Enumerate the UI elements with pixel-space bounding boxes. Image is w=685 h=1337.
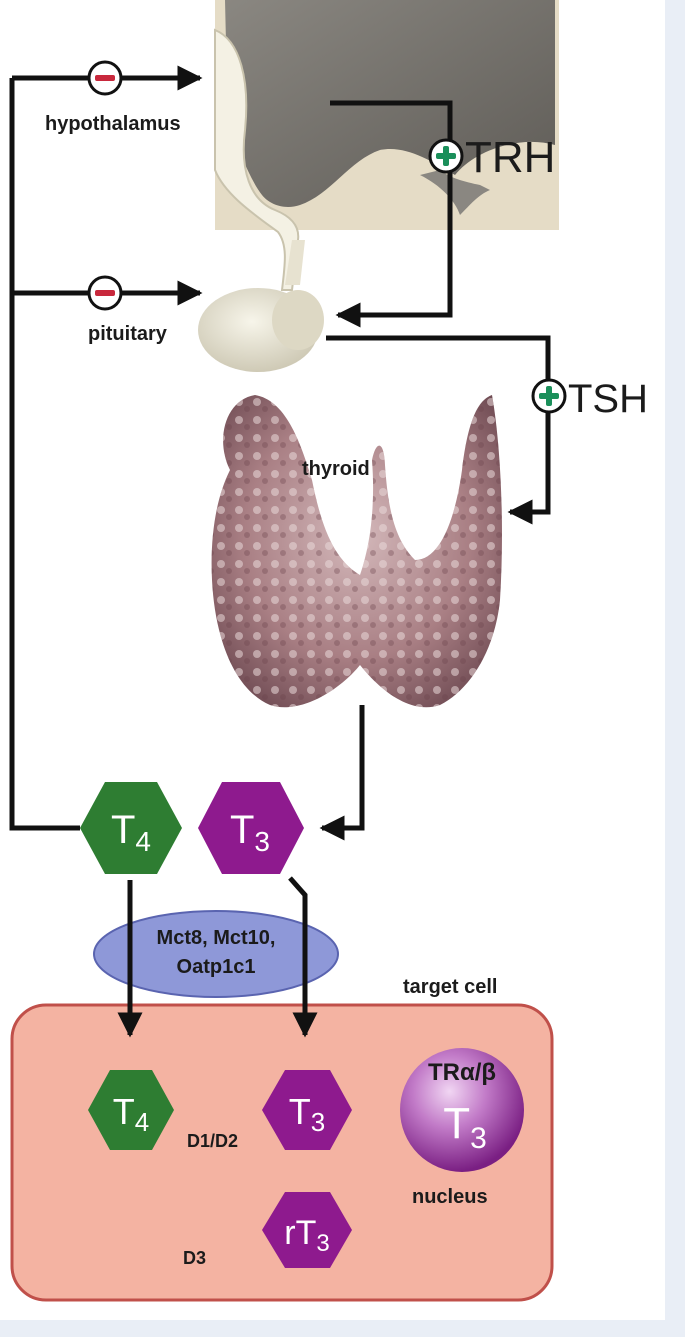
d3-label: D3	[183, 1248, 206, 1268]
thyroid-label: thyroid	[302, 458, 370, 480]
d1d2-label: D1/D2	[187, 1131, 238, 1151]
t4-circulating-hexagon: T4	[80, 782, 182, 874]
hypothalamus-label: hypothalamus	[45, 113, 181, 135]
nucleus: TRα/β T3	[400, 1048, 524, 1172]
transporter-label-line2: Oatp1c1	[177, 956, 256, 978]
svg-text:T4: T4	[113, 1091, 149, 1137]
plus-circle-icon	[531, 378, 567, 414]
t4-intracellular-hexagon: T4	[88, 1070, 174, 1150]
svg-text:rT3: rT3	[284, 1214, 329, 1257]
minus-circle-icon	[87, 60, 123, 96]
trh-label: TRH	[465, 133, 555, 182]
receptor-label: TRα/β	[428, 1059, 496, 1086]
pituitary-label: pituitary	[88, 323, 168, 345]
transporter-label-line1: Mct8, Mct10,	[157, 927, 276, 949]
thyroid-illustration	[211, 395, 503, 708]
pituitary-illustration	[198, 240, 324, 372]
svg-text:T4: T4	[111, 808, 151, 857]
svg-text:T3: T3	[289, 1091, 325, 1137]
t3-circulating-hexagon: T3	[198, 782, 304, 874]
target-cell-label: target cell	[403, 976, 497, 998]
tsh-label: TSH	[568, 377, 648, 421]
transport-arrows	[117, 912, 318, 1038]
nucleus-label: nucleus	[412, 1186, 488, 1208]
rt3-hexagon: rT3	[262, 1192, 352, 1268]
nuclear-t3-label: T3	[443, 1099, 487, 1155]
transporter-ellipse: Mct8, Mct10, Oatp1c1	[93, 910, 339, 998]
t3-intracellular-hexagon: T3	[262, 1070, 352, 1150]
plus-circle-icon	[428, 138, 464, 174]
minus-circle-icon	[87, 275, 123, 311]
svg-text:T3: T3	[230, 808, 270, 857]
